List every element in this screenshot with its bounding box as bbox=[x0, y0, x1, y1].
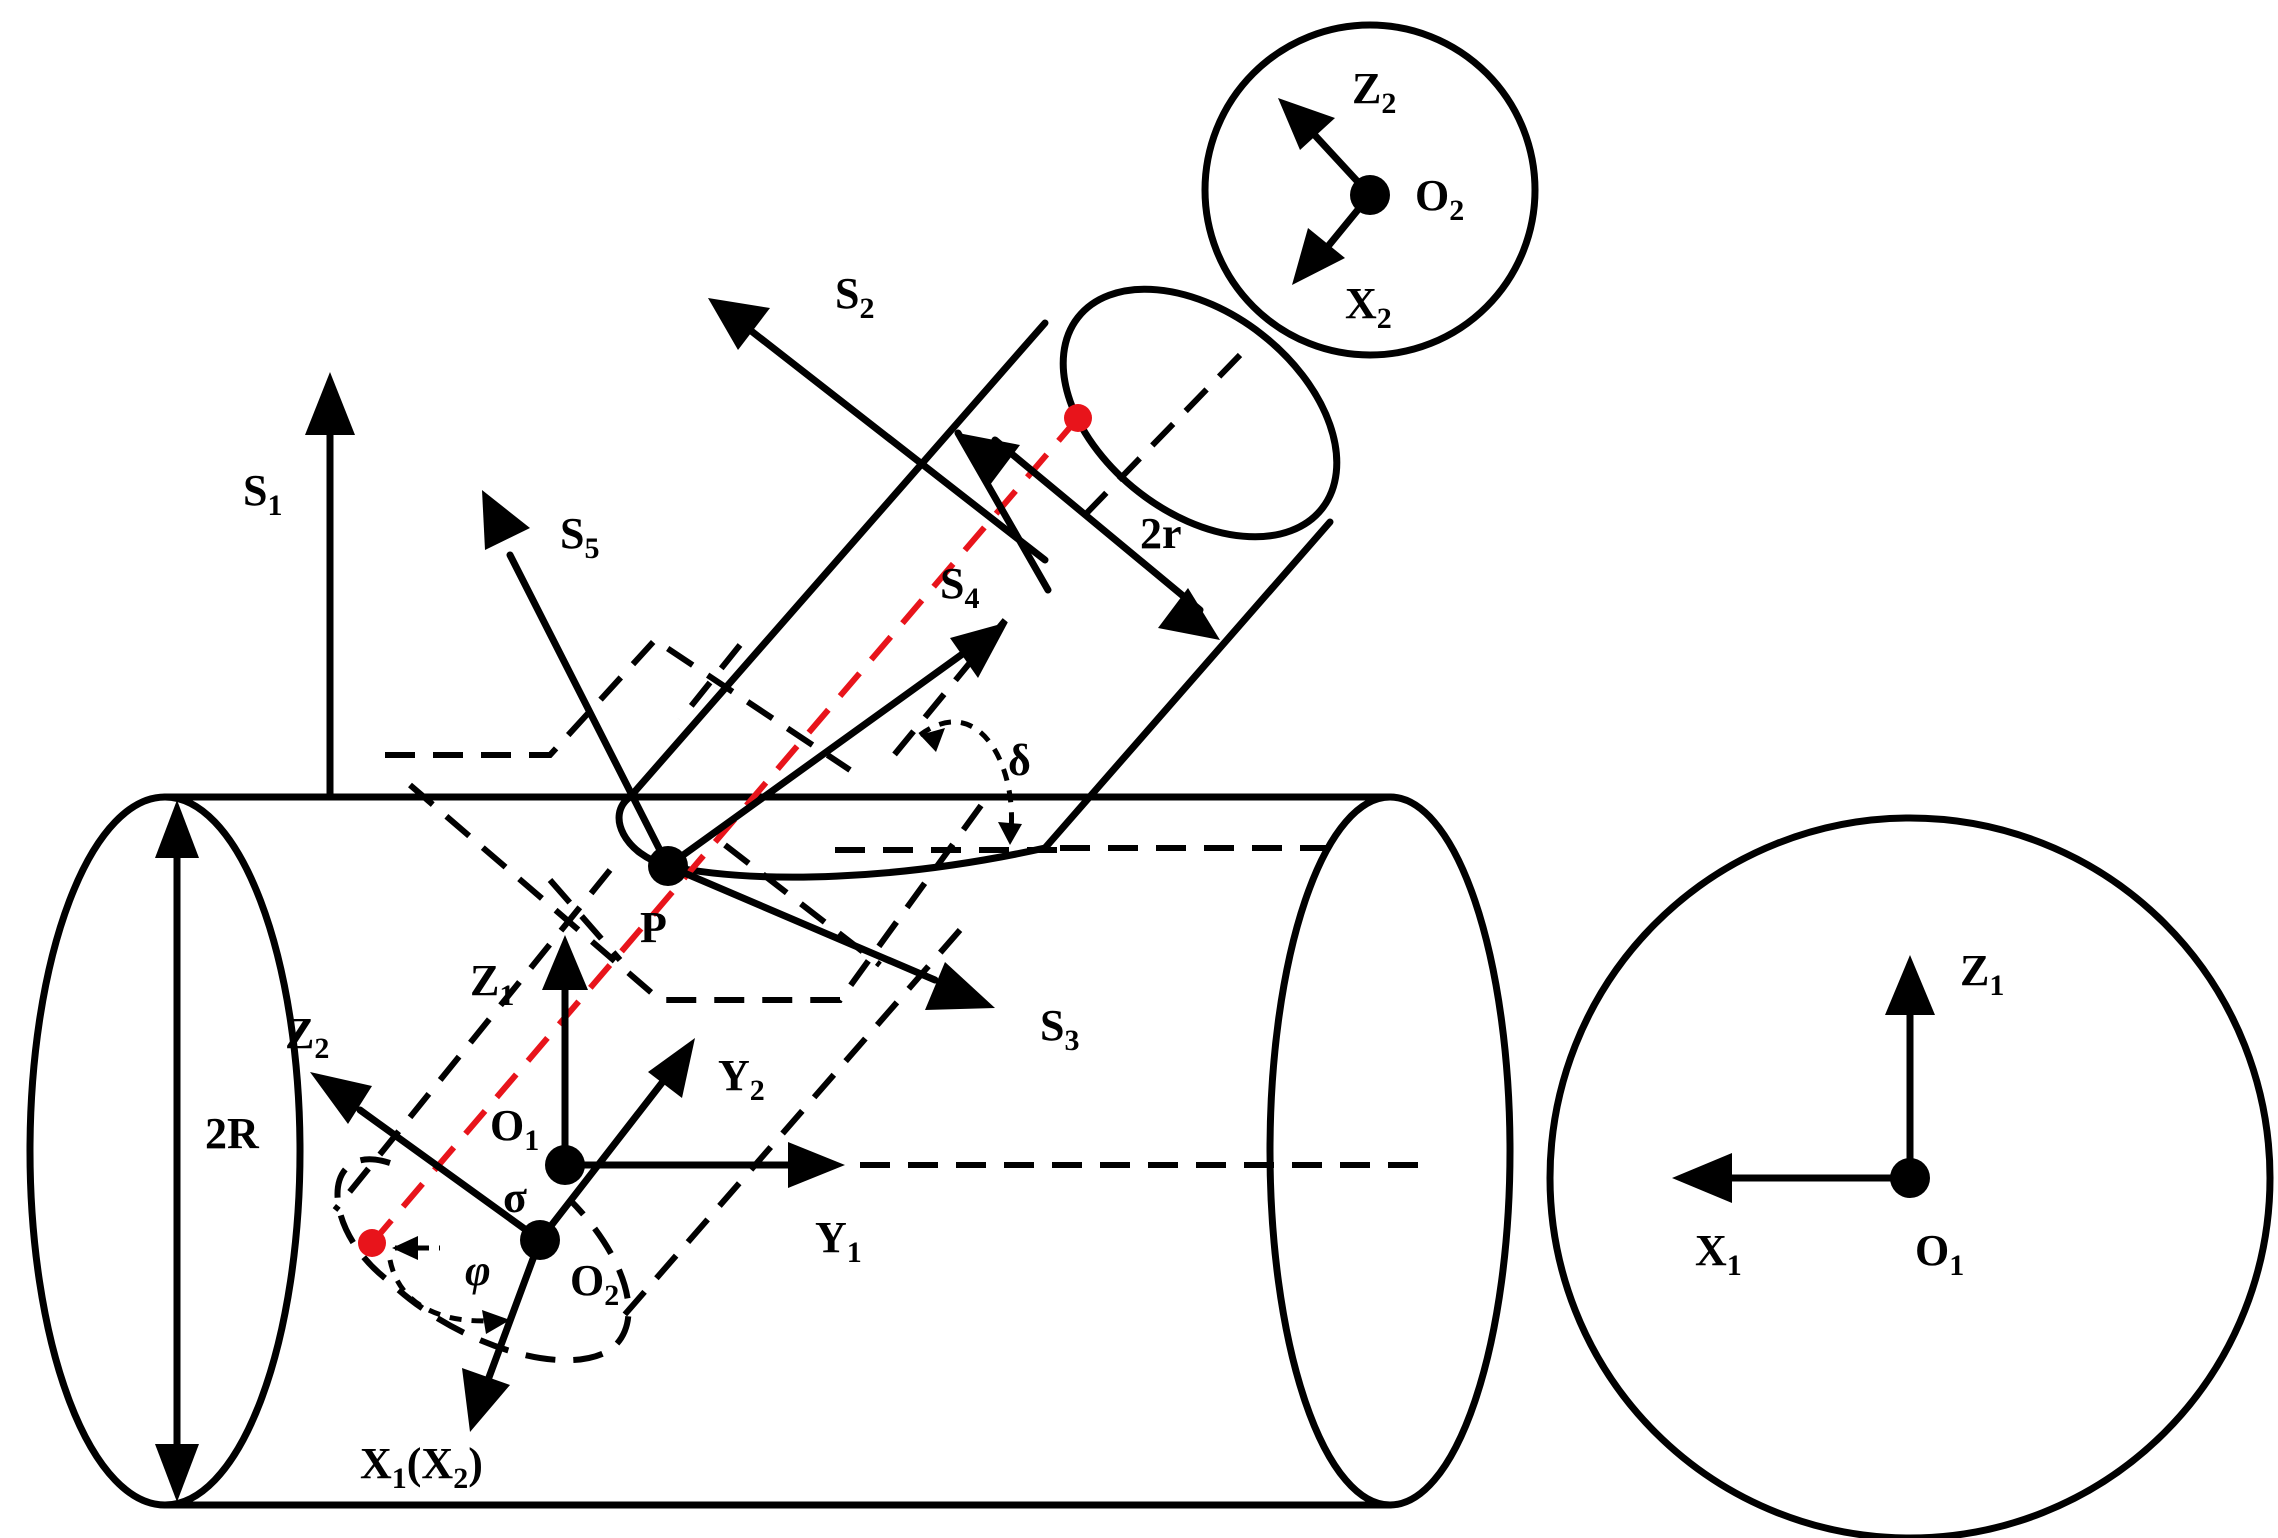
branch-base-hidden-ellipse bbox=[334, 1156, 632, 1364]
label-delta: δ bbox=[1008, 736, 1031, 785]
label-X1-X2: X1(X2) bbox=[360, 1439, 483, 1495]
branch-pipe-hidden-right bbox=[617, 928, 963, 1322]
vector-S1 bbox=[305, 372, 355, 801]
inset-right-circle bbox=[1546, 814, 2274, 1538]
label-S4: S4 bbox=[940, 559, 979, 615]
vector-S5 bbox=[482, 490, 672, 870]
label-Y1: Y1 bbox=[815, 1213, 862, 1269]
label-inset-X2: X2 bbox=[1345, 279, 1392, 335]
branch-pipe-left-edge bbox=[626, 319, 1049, 801]
origin-O2 bbox=[520, 1220, 560, 1260]
point-P bbox=[648, 846, 688, 886]
label-S1: S1 bbox=[243, 466, 282, 522]
branch-pipe-end-cap bbox=[1059, 285, 1341, 541]
plane-lower bbox=[408, 782, 988, 1003]
inset-branch-frame bbox=[1201, 21, 1539, 359]
label-S5: S5 bbox=[560, 509, 599, 565]
red-point-top bbox=[1064, 404, 1092, 432]
inset-origin-O1 bbox=[1890, 1158, 1930, 1198]
inset-main-frame bbox=[1546, 814, 2274, 1538]
main-cylinder-right-end-front bbox=[1386, 793, 1514, 1509]
intersection-curve bbox=[615, 793, 1049, 881]
vector-S2 bbox=[708, 298, 1049, 564]
red-centerline bbox=[369, 416, 1081, 1245]
inset-origin-O2 bbox=[1350, 175, 1390, 215]
label-S3: S3 bbox=[1040, 1001, 1079, 1057]
label-inset-O1: O1 bbox=[1915, 1226, 1964, 1282]
branch-pipe-right-edge bbox=[1041, 518, 1334, 852]
tangent-planes bbox=[385, 636, 1065, 1003]
label-S2: S2 bbox=[835, 269, 874, 325]
label-2r: 2r bbox=[1140, 509, 1182, 558]
plane-upper-tick bbox=[677, 643, 743, 722]
label-Z2: Z2 bbox=[285, 1009, 329, 1065]
main-cylinder-left-end bbox=[26, 793, 304, 1509]
vector-S3 bbox=[664, 862, 995, 1010]
delta-angle-arc bbox=[918, 719, 1022, 845]
inset-top-circle bbox=[1201, 21, 1539, 359]
branch-pipe-hidden-left bbox=[332, 868, 613, 1212]
branch-axis-red bbox=[358, 404, 1092, 1257]
main-cylinder bbox=[26, 793, 1514, 1509]
frame-O2 bbox=[310, 1038, 695, 1432]
phi-angle-arc bbox=[387, 1236, 510, 1334]
label-sigma: σ bbox=[503, 1173, 527, 1222]
branch-pipe bbox=[332, 285, 1341, 1364]
main-cylinder-right-end-back bbox=[1266, 793, 1394, 1509]
label-inset-X1: X1 bbox=[1695, 1226, 1742, 1282]
label-2R: 2R bbox=[205, 1109, 260, 1158]
label-inset-O2: O2 bbox=[1415, 171, 1464, 227]
red-point-bottom bbox=[358, 1229, 386, 1257]
diameter-2R-dimension bbox=[155, 800, 199, 1502]
label-O1: O1 bbox=[490, 1101, 539, 1157]
plane-upper bbox=[385, 636, 852, 773]
frame-O1 bbox=[542, 935, 845, 1188]
label-P: P bbox=[640, 903, 667, 952]
radius-2r-dimension bbox=[954, 429, 1220, 640]
origin-O1 bbox=[545, 1145, 585, 1185]
label-inset-Z1: Z1 bbox=[1960, 946, 2004, 1002]
branch-pipe-hidden-upper bbox=[887, 352, 1243, 762]
label-Z1: Z1 bbox=[470, 956, 514, 1012]
label-Y2: Y2 bbox=[718, 1051, 765, 1107]
vector-S4 bbox=[664, 622, 1008, 870]
label-inset-Z2: Z2 bbox=[1352, 64, 1396, 120]
label-phi: φ bbox=[465, 1246, 491, 1295]
label-O2: O2 bbox=[570, 1256, 619, 1312]
